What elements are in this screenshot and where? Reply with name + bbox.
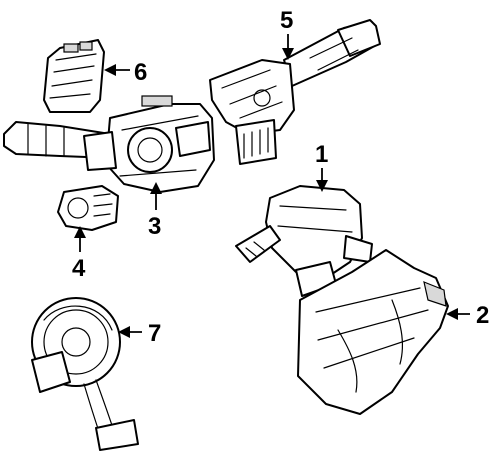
leader-7 [118, 326, 142, 338]
leader-1 [316, 168, 328, 192]
callout-1: 1 [315, 141, 328, 168]
leader-4 [74, 226, 86, 252]
part-3-left-lever [3, 121, 117, 171]
leader-3 [150, 182, 162, 210]
callout-2: 2 [476, 302, 489, 329]
callout-4: 4 [72, 255, 86, 282]
part-5-wiper-switch [209, 19, 381, 165]
callout-3: 3 [148, 213, 161, 240]
part-4-connector [57, 185, 119, 231]
leader-2 [446, 308, 470, 320]
part-3-switch-body [105, 95, 215, 193]
leader-5 [282, 34, 294, 60]
part-6-switch-connector [43, 39, 105, 113]
part-7-clock-spring [31, 297, 139, 451]
part-1-upper-cover [235, 185, 373, 297]
part-2-lower-cover [297, 249, 449, 415]
leader-6 [104, 64, 130, 76]
callout-5: 5 [280, 7, 293, 34]
callout-7: 7 [148, 320, 161, 347]
callout-6: 6 [134, 59, 147, 86]
